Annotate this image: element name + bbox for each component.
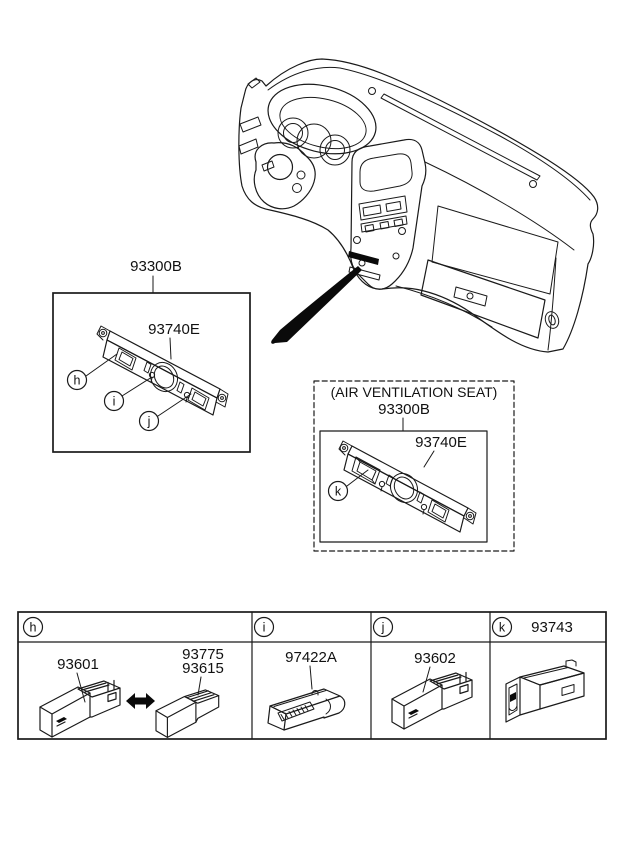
screw-icon	[529, 180, 537, 188]
round-aperture	[149, 361, 179, 393]
part-93601-illustration	[39, 679, 121, 738]
lower-panel-contour	[395, 285, 493, 328]
dashboard-illustration	[238, 58, 599, 353]
header-callout-h	[22, 616, 44, 638]
cell-j: 93602	[391, 650, 473, 730]
part-93743-illustration	[505, 659, 585, 723]
assembly-part-label: 93300B	[130, 258, 182, 275]
air-ventilation-box: (AIR VENTILATION SEAT) 93300B 93740E	[313, 380, 515, 552]
center-stack	[348, 138, 427, 290]
air-vent-caption: (AIR VENTILATION SEAT)	[331, 384, 498, 400]
switch-bracket-illustration-vent	[338, 440, 477, 533]
dash-top-contour	[267, 66, 591, 201]
callout-letter: i	[263, 621, 266, 635]
leader-line	[309, 665, 313, 690]
header-part-label: 93743	[531, 619, 573, 636]
assembly-box-frame	[52, 292, 251, 453]
callout-letter: h	[30, 621, 37, 635]
bracket-part-label: 93740E	[148, 321, 200, 338]
screw-icon	[339, 443, 349, 453]
callout-letter: k	[335, 485, 342, 499]
table-frame	[17, 611, 607, 740]
cell-i: 97422A	[267, 649, 346, 731]
end-cap-vent	[544, 311, 560, 329]
part-97422a-illustration	[267, 688, 346, 731]
instrument-cluster	[267, 83, 377, 166]
callout-circle-j	[138, 410, 160, 432]
dash-end-cap	[544, 257, 560, 351]
leader-line	[169, 337, 172, 360]
dash-mid-contour	[424, 161, 575, 251]
header-callout-k	[491, 616, 513, 638]
defroster-strip	[380, 93, 541, 181]
cell-h: 93601 93775 93615	[39, 646, 224, 738]
header-callout-j	[372, 616, 394, 638]
callout-circle-h	[66, 369, 88, 391]
screw-icon	[465, 511, 475, 521]
switch-slot	[348, 251, 379, 265]
callout-circle-i	[103, 390, 125, 412]
callout-leader	[157, 393, 192, 417]
switch-aperture	[427, 499, 450, 523]
screw-icon	[217, 393, 227, 403]
round-aperture	[389, 472, 419, 504]
cell-k	[505, 659, 585, 723]
part-label: 97422A	[285, 649, 337, 666]
header-callout-i	[253, 616, 275, 638]
callout-leader	[85, 353, 118, 377]
part-label: 93615	[182, 660, 224, 677]
callout-letter: i	[113, 395, 116, 409]
callout-letter: j	[147, 415, 151, 429]
location-arrow	[271, 266, 362, 344]
part-label: 93601	[57, 656, 99, 673]
dashed-frame	[313, 380, 515, 552]
callout-letter: h	[74, 374, 81, 388]
assembly-part-label: 93300B	[378, 401, 430, 418]
callout-circle-k	[327, 480, 349, 502]
screw-icon	[368, 87, 376, 95]
steering-column	[253, 142, 316, 210]
inner-box-frame	[319, 430, 488, 543]
side-vents	[238, 116, 275, 172]
part-label: 93602	[414, 650, 456, 667]
part-label: 93775	[182, 646, 224, 663]
callout-letter: j	[381, 621, 385, 635]
callout-letter: k	[499, 621, 506, 635]
legend-table: h i j k 93743 93601 93775 93615 97422A	[17, 611, 607, 740]
bracket-part-label: 93740E	[415, 434, 467, 451]
leader-line	[422, 666, 431, 693]
dashboard-outline	[238, 58, 599, 353]
switch-aperture	[114, 347, 137, 371]
glove-box	[420, 205, 559, 339]
leader-line	[423, 450, 435, 468]
screw-icon	[98, 328, 108, 338]
switch-bracket-illustration	[96, 325, 229, 416]
part-93602-illustration	[391, 671, 473, 730]
main-assembly-box: 93300B 93740E	[52, 258, 251, 453]
clip-icon	[247, 77, 261, 89]
swap-arrow-icon	[126, 693, 155, 709]
callout-leader	[346, 469, 369, 487]
glove-box-handle	[453, 286, 488, 307]
part-93775-illustration	[155, 689, 220, 738]
callout-leader	[121, 376, 153, 397]
